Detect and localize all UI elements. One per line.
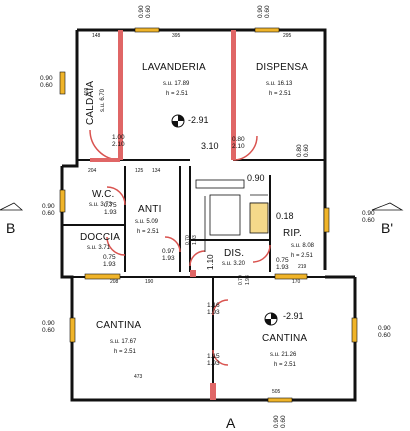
stairs xyxy=(195,179,269,252)
room-anti-su: s.u. 5.09 xyxy=(135,219,159,225)
room-caldaia-su: s.u. 6.70 xyxy=(100,88,106,112)
door-rip-h: 1.93 xyxy=(276,264,289,271)
door-dis-h: 1.93 xyxy=(245,275,251,285)
room-rip-h: h = 2.51 xyxy=(291,253,314,259)
door-anti-w: 0.97 xyxy=(162,248,175,255)
room-cantina-right-h: h = 2.51 xyxy=(274,362,297,368)
door-rip-w: 0.75 xyxy=(276,257,289,264)
win-right-lower-h: 0.60 xyxy=(378,332,391,339)
section-marker-right: B' xyxy=(371,202,404,236)
win-right-mid-h: 0.60 xyxy=(362,217,375,224)
section-b-left: B xyxy=(6,220,15,236)
level-upper: -2.91 xyxy=(188,115,209,125)
dim-403: 403 xyxy=(84,87,90,96)
door-disp-h: 2.10 xyxy=(232,143,245,150)
dim-148: 148 xyxy=(92,33,101,39)
room-cantina-right-su: s.u. 21.26 xyxy=(270,352,297,358)
dim-134: 134 xyxy=(152,168,161,174)
doors xyxy=(89,129,271,366)
door-doc-w: 0.75 xyxy=(103,254,116,261)
win-bottom-w: 0.90 xyxy=(273,415,280,428)
room-cantina-right-name: CANTINA xyxy=(262,333,307,344)
door-lav-h: 2.10 xyxy=(112,141,125,148)
section-marker-left: B xyxy=(0,202,24,236)
room-wc-su: s.u. 3.73 xyxy=(89,202,113,208)
door-cant-top-h: 1.93 xyxy=(207,309,220,316)
door-dis-w: 0.70 xyxy=(238,275,244,285)
section-a-bottom: A xyxy=(226,415,236,431)
stair-110: 1.10 xyxy=(206,254,215,270)
dim-204: 204 xyxy=(88,168,97,174)
win-left-upper-w: 0.90 xyxy=(40,75,53,82)
level-landing: 3.10 xyxy=(201,141,219,151)
door-wc-w: 0.75 xyxy=(104,202,117,209)
dim-295: 295 xyxy=(283,33,292,39)
win-left-mid-h: 0.60 xyxy=(42,210,55,217)
room-lavanderia-su: s.u. 17.89 xyxy=(163,81,190,87)
win-bottom-h: 0.60 xyxy=(280,415,287,428)
room-dispensa-h: h = 2.51 xyxy=(269,91,292,97)
room-cantina-left-name: CANTINA xyxy=(96,320,141,331)
dim-473: 473 xyxy=(134,374,143,380)
dim-208: 208 xyxy=(110,279,119,285)
dim-170: 170 xyxy=(292,279,301,285)
red-wall-hatches xyxy=(90,30,236,400)
room-dis-name: DIS. xyxy=(224,248,244,259)
room-cantina-left-su: s.u. 17.67 xyxy=(110,339,137,345)
room-anti-h: h = 2.51 xyxy=(137,229,160,235)
door-anti-side: 0.70 xyxy=(185,235,191,245)
room-rip-su: s.u. 8.08 xyxy=(291,243,315,249)
level-lower: -2.91 xyxy=(283,311,304,321)
room-doccia-su: s.u. 3.71 xyxy=(87,245,111,251)
dim-219: 219 xyxy=(298,264,307,270)
level-marker-lower xyxy=(264,312,278,326)
level-marker-upper xyxy=(171,114,185,128)
room-doccia-name: DOCCIA xyxy=(80,232,120,243)
win-left-mid-w: 0.90 xyxy=(42,203,55,210)
room-dispensa-su: s.u. 16.13 xyxy=(266,81,293,87)
room-rip-name: RIP. xyxy=(283,228,302,239)
win-top-right-h: 0.60 xyxy=(264,5,271,18)
win-left-upper-h: 0.60 xyxy=(40,82,53,89)
door-anti-side-h: 1.93 xyxy=(192,235,198,245)
win-left-lower-h: 0.60 xyxy=(42,327,55,334)
win-top-left-w: 0.90 xyxy=(138,5,145,18)
room-wc-name: W.C. xyxy=(92,189,114,200)
dim-505: 505 xyxy=(272,389,281,395)
windows xyxy=(59,27,358,403)
door-cant-top-w: 1.16 xyxy=(207,302,220,309)
dim-395: 395 xyxy=(172,33,181,39)
room-caldaia-name: CALDAIA xyxy=(85,81,96,125)
stair-018: 0.18 xyxy=(276,211,294,221)
dim-125: 125 xyxy=(135,168,144,174)
win-left-lower-w: 0.90 xyxy=(42,320,55,327)
room-dis-su: s.u. 3.20 xyxy=(222,261,246,267)
door-doc-h: 1.93 xyxy=(103,261,116,268)
room-cantina-left-h: h = 2.51 xyxy=(114,349,137,355)
room-lavanderia-h: h = 2.51 xyxy=(166,91,189,97)
door-disp-w: 0.80 xyxy=(232,136,245,143)
win-right-mid-w: 0.90 xyxy=(362,210,375,217)
win-top-center-h: 0.60 xyxy=(303,144,310,157)
stair-090: 0.90 xyxy=(247,173,265,183)
room-dispensa-name: DISPENSA xyxy=(256,62,308,73)
win-top-right-w: 0.90 xyxy=(257,5,264,18)
win-right-lower-w: 0.90 xyxy=(378,325,391,332)
door-anti-h: 1.93 xyxy=(162,255,175,262)
room-anti-name: ANTI xyxy=(138,204,162,215)
door-cant-bot-h: 1.93 xyxy=(207,360,220,367)
door-wc-h: 1.93 xyxy=(104,209,117,216)
door-cant-bot-w: 1.15 xyxy=(207,353,220,360)
room-lavanderia-name: LAVANDERIA xyxy=(142,62,206,73)
dim-190: 190 xyxy=(145,279,154,285)
door-lav-w: 1.00 xyxy=(112,134,125,141)
win-top-left-h: 0.60 xyxy=(145,5,152,18)
section-b-right: B' xyxy=(381,220,393,236)
win-top-center-w: 0.80 xyxy=(296,144,303,157)
